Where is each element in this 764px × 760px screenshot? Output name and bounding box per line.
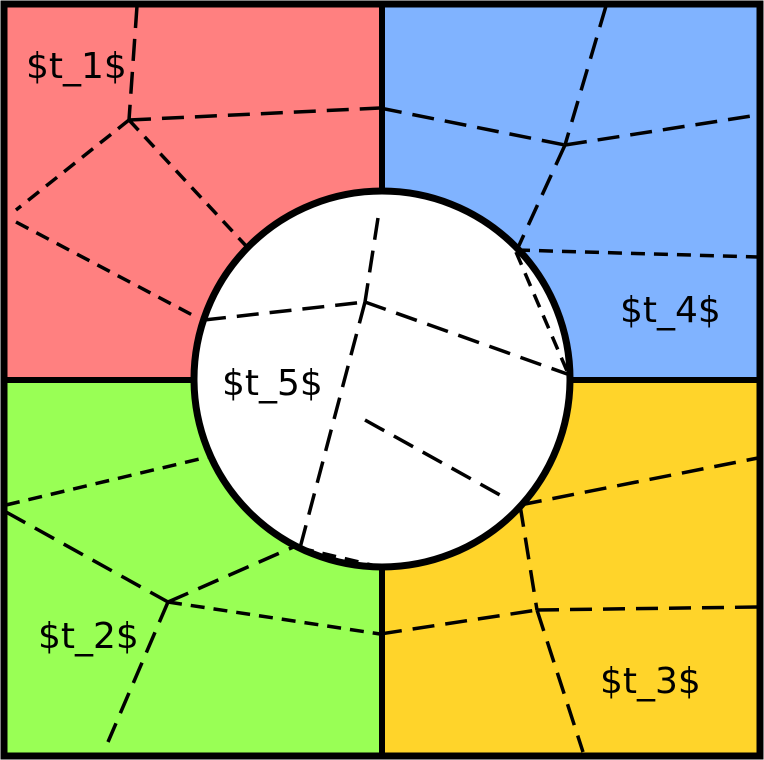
mesh-edge <box>535 609 585 753</box>
mesh-edges-t1 <box>14 5 381 320</box>
label-t1: $t_1$ <box>26 46 127 87</box>
region-t5 <box>194 191 570 567</box>
mesh-edge <box>128 106 381 122</box>
mesh-edge <box>364 418 501 497</box>
mesh-edge <box>379 608 538 636</box>
mesh-edge <box>167 543 299 604</box>
label-t2: $t_2$ <box>38 616 139 657</box>
mesh-edge <box>518 504 539 611</box>
mesh-edge <box>5 455 209 507</box>
mesh-edge <box>127 5 139 121</box>
mesh-edges-t4 <box>379 5 759 259</box>
circle-boundary <box>190 187 574 571</box>
mesh-edge <box>298 301 367 549</box>
mesh-edge <box>563 5 608 146</box>
mesh-edge <box>127 118 250 250</box>
mesh-edge <box>363 217 380 303</box>
mesh-edge <box>514 144 567 253</box>
mesh-edge <box>106 601 170 743</box>
label-t3: $t_3$ <box>600 661 701 702</box>
label-t4: $t_4$ <box>620 290 721 331</box>
mesh-edge <box>167 600 381 636</box>
label-t5: $t_5$ <box>222 363 323 404</box>
mesh-edge <box>203 300 366 322</box>
mesh-edge <box>519 456 759 507</box>
mesh-edge <box>14 118 131 212</box>
mesh-edge <box>15 220 199 320</box>
mesh-edge <box>364 300 571 377</box>
mesh-edges-t2 <box>5 455 381 743</box>
mesh-edge <box>536 605 759 612</box>
mesh-edges-t3 <box>379 456 759 753</box>
mesh-edge <box>515 248 759 259</box>
